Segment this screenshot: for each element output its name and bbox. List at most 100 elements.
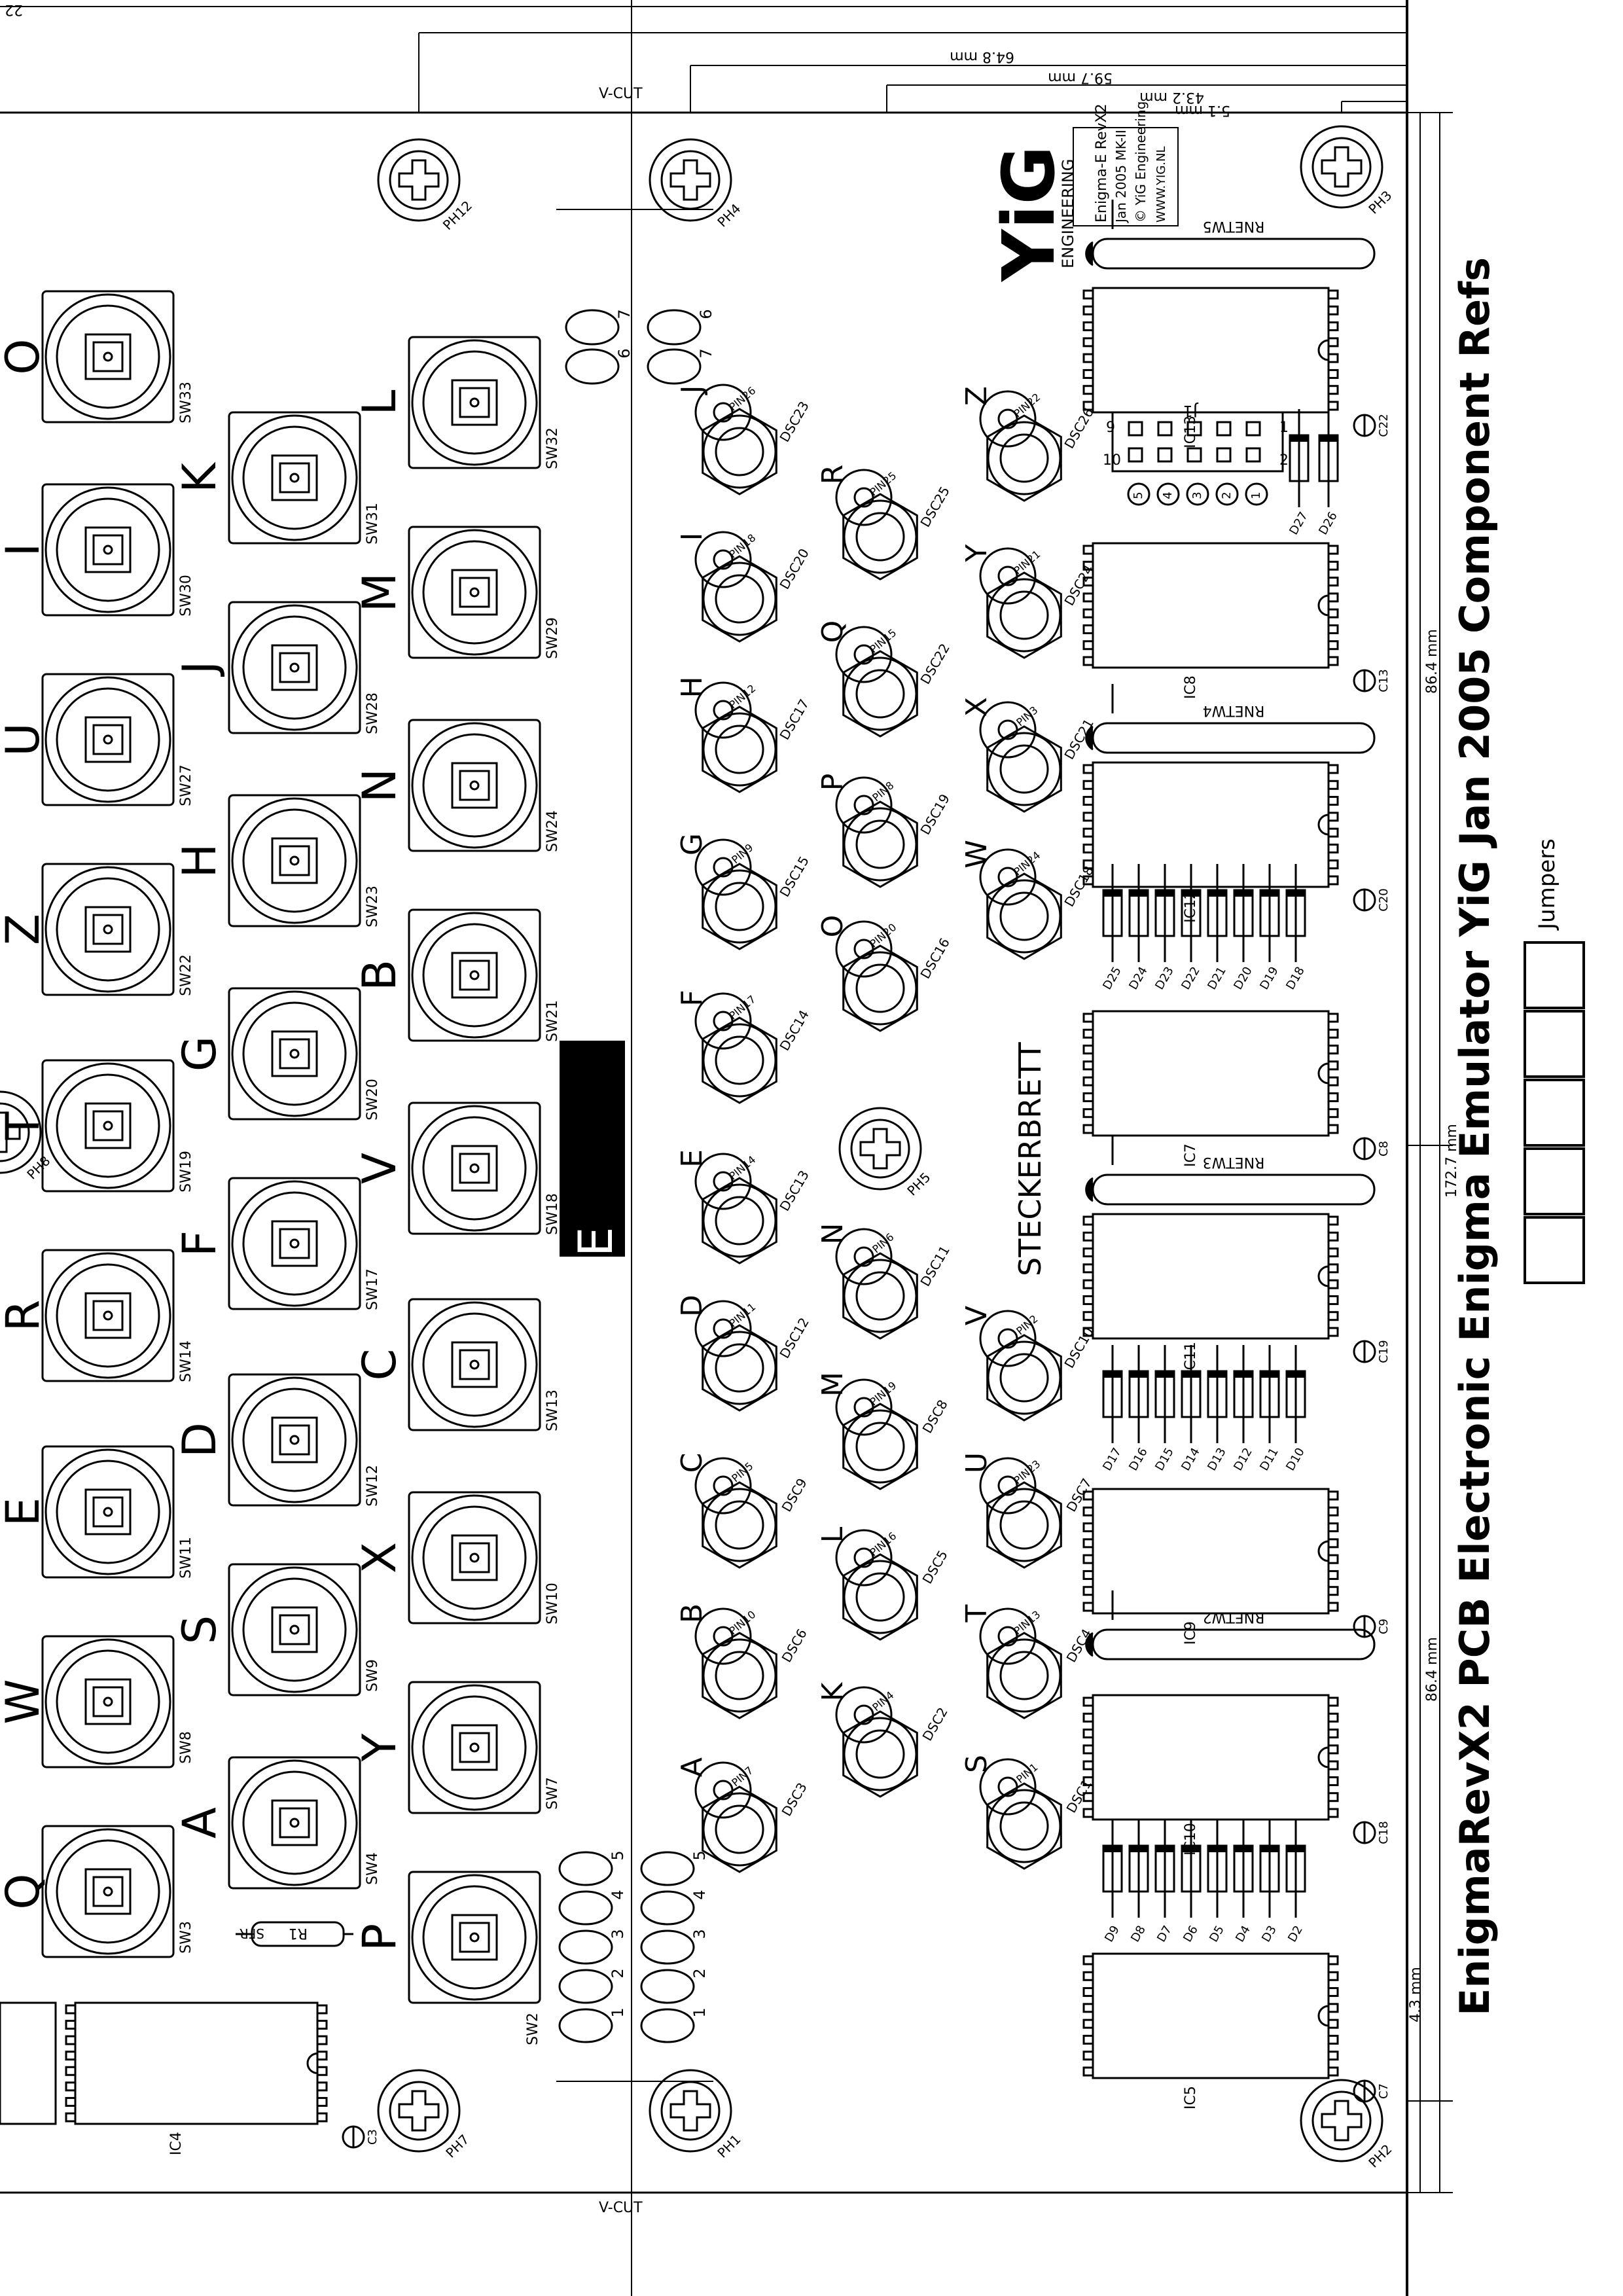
diode-ref: D15 bbox=[1152, 1446, 1177, 1473]
diode-ref: D3 bbox=[1259, 1924, 1279, 1945]
key-letter: A bbox=[173, 1807, 226, 1839]
diode: D4 bbox=[1233, 1820, 1254, 1945]
capacitor: C8 bbox=[1353, 1137, 1391, 1160]
key-switch-ref: SW30 bbox=[178, 575, 194, 617]
diode: D7 bbox=[1154, 1820, 1175, 1945]
plug-letter: X bbox=[960, 697, 993, 717]
setting-pad bbox=[565, 309, 620, 346]
diode: D21 bbox=[1205, 864, 1229, 992]
resistor-network: RNETW3 bbox=[1085, 1136, 1376, 1206]
connector-pin-9: 9 bbox=[1106, 420, 1115, 436]
plug-letter: I bbox=[675, 533, 709, 541]
logo-block: YiG ENGINEERING Enigma-E RevX2 Jan 2005 … bbox=[987, 101, 1179, 283]
plug-letter: R bbox=[816, 465, 849, 485]
capacitor: C22 bbox=[1353, 414, 1391, 437]
plug-pin-ref: PIN3 bbox=[1014, 704, 1040, 728]
ic-chip: IC9 bbox=[1082, 1488, 1339, 1645]
connector-pin bbox=[1186, 447, 1202, 463]
plug-dsc-ref: DSC22 bbox=[917, 641, 953, 687]
key-switch: P bbox=[353, 1871, 541, 2004]
plug-pin-ref: PIN22 bbox=[1011, 391, 1043, 420]
key-letter: K bbox=[173, 461, 226, 493]
key-switch-ref: SW17 bbox=[365, 1268, 381, 1310]
key-switch-ref: SW14 bbox=[178, 1340, 194, 1382]
ic-chip: IC7 bbox=[1082, 1010, 1339, 1167]
lamp-letter: E bbox=[568, 1227, 623, 1257]
diode-ref: D17 bbox=[1100, 1446, 1124, 1473]
plug-dsc-ref: DSC10 bbox=[1061, 1325, 1097, 1371]
key-letter: B bbox=[353, 960, 406, 991]
key-letter: Y bbox=[353, 1733, 406, 1762]
capacitor: C19 bbox=[1353, 1340, 1391, 1363]
key-letter: E bbox=[0, 1498, 50, 1526]
logo-brand: YiG bbox=[987, 145, 1071, 283]
plug-letter: V bbox=[960, 1306, 993, 1325]
key-switch-ref: SW3 bbox=[178, 1921, 194, 1954]
plug-pin-ref: PIN18 bbox=[726, 531, 758, 561]
plug-pin-ref: PIN8 bbox=[870, 779, 896, 804]
key-switch-ref: SW8 bbox=[178, 1731, 194, 1764]
plug-letter: N bbox=[816, 1223, 849, 1245]
key-switch-ref: SW18 bbox=[544, 1193, 561, 1235]
diode-ref: D12 bbox=[1231, 1446, 1255, 1473]
diode-ref: D13 bbox=[1205, 1446, 1229, 1473]
setting-pad bbox=[640, 1929, 695, 1965]
resistor-ref: R1 bbox=[289, 1925, 308, 1941]
diode: D8 bbox=[1128, 1820, 1149, 1945]
key-letter: D bbox=[173, 1422, 226, 1458]
key-letter: O bbox=[0, 338, 50, 374]
diode-ref: D4 bbox=[1233, 1924, 1253, 1945]
key-switch-ref: SW32 bbox=[544, 427, 561, 469]
diode: D11 bbox=[1257, 1345, 1281, 1473]
plug-pin-ref: PIN5 bbox=[729, 1460, 755, 1484]
key-letter: T bbox=[0, 1111, 50, 1140]
plug-letter: F bbox=[675, 990, 709, 1006]
key-letter: I bbox=[0, 543, 50, 557]
setting-pad bbox=[647, 348, 702, 385]
capacitor-ref: C22 bbox=[1377, 414, 1391, 437]
resistor-network: RNETW4 bbox=[1085, 684, 1376, 754]
diode: D17 bbox=[1100, 1345, 1124, 1473]
plug-letter: S bbox=[960, 1755, 993, 1773]
dim-top-43-2: 43.2 mm bbox=[1139, 89, 1204, 105]
diode: D5 bbox=[1207, 1820, 1228, 1945]
logo-brand-sub: ENGINEERING bbox=[1059, 159, 1077, 268]
connector-channel-marker bbox=[1215, 482, 1239, 506]
diode: D27 bbox=[1287, 409, 1311, 537]
plug-dsc-ref: DSC13 bbox=[776, 1168, 812, 1213]
resistor-network: RNETW2 bbox=[1085, 1590, 1376, 1660]
setting-pad bbox=[558, 2008, 613, 2043]
plug-dsc-ref: DSC8 bbox=[919, 1397, 951, 1436]
diode-ref: D6 bbox=[1181, 1924, 1201, 1945]
diode: D10 bbox=[1283, 1345, 1308, 1473]
connector-pin bbox=[1157, 421, 1173, 437]
vcut-label-top: V-CUT bbox=[599, 86, 643, 102]
diode: D20 bbox=[1231, 864, 1255, 992]
key-switch: SW3 bbox=[41, 1825, 194, 1958]
logo-line2: Jan 2005 MK-II bbox=[1113, 130, 1129, 224]
plug-dsc-ref: DSC6 bbox=[779, 1626, 810, 1665]
ic-ref: IC9 bbox=[1183, 1621, 1199, 1645]
diode: D22 bbox=[1179, 864, 1203, 992]
setting-pad bbox=[640, 1969, 695, 2004]
key-switch: SW14 bbox=[41, 1249, 194, 1382]
plug-letter: O bbox=[816, 915, 849, 938]
mounting-hole-label: PH12 bbox=[440, 198, 475, 233]
ic-chip: IC11 bbox=[1082, 1213, 1339, 1374]
resistor-r1: R1 SFR bbox=[236, 1921, 353, 1947]
